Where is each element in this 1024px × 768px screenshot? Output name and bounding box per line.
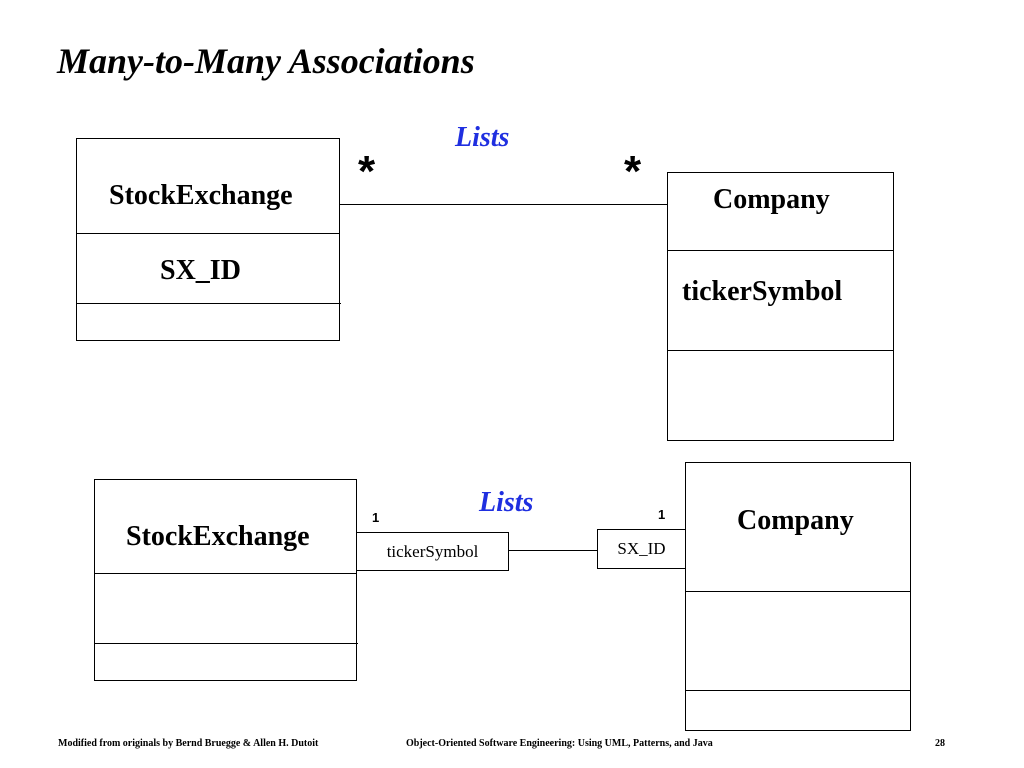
- left-multiplicity: 1: [372, 510, 380, 525]
- right-multiplicity: *: [624, 147, 642, 196]
- stockexchange-class-name: StockExchange: [126, 521, 310, 552]
- page-number: 28: [935, 738, 945, 749]
- sx-id-qualifier: SX_ID: [597, 529, 686, 569]
- stockexchange-attr-divider: [76, 303, 341, 304]
- company-name-divider: [667, 250, 894, 251]
- association-line: [340, 204, 667, 205]
- company-class-box: [667, 172, 894, 441]
- stockexchange-attr-divider: [94, 643, 358, 644]
- company-class-name: Company: [713, 184, 830, 215]
- company-attr-divider: [685, 690, 911, 691]
- association-name: Lists: [455, 122, 510, 153]
- right-multiplicity: 1: [658, 507, 666, 522]
- stockexchange-name-divider: [76, 233, 340, 234]
- company-class-box: [685, 462, 911, 731]
- company-class-name: Company: [737, 505, 854, 536]
- footer-book-title: Object-Oriented Software Engineering: Us…: [406, 738, 713, 749]
- stockexchange-class-box: [94, 479, 357, 681]
- stockexchange-name-divider: [94, 573, 357, 574]
- left-multiplicity: *: [358, 147, 376, 196]
- association-name: Lists: [479, 487, 534, 518]
- tickersymbol-qualifier: tickerSymbol: [356, 532, 509, 571]
- stockexchange-class-name: StockExchange: [109, 180, 293, 211]
- stockexchange-class-box: [76, 138, 340, 341]
- association-line: [509, 550, 597, 551]
- company-name-divider: [685, 591, 911, 592]
- slide-title: Many-to-Many Associations: [57, 41, 475, 81]
- sx-id-attribute: SX_ID: [160, 255, 241, 286]
- tickersymbol-attribute: tickerSymbol: [682, 276, 843, 307]
- footer-credit: Modified from originals by Bernd Bruegge…: [58, 738, 319, 749]
- company-attr-divider: [667, 350, 894, 351]
